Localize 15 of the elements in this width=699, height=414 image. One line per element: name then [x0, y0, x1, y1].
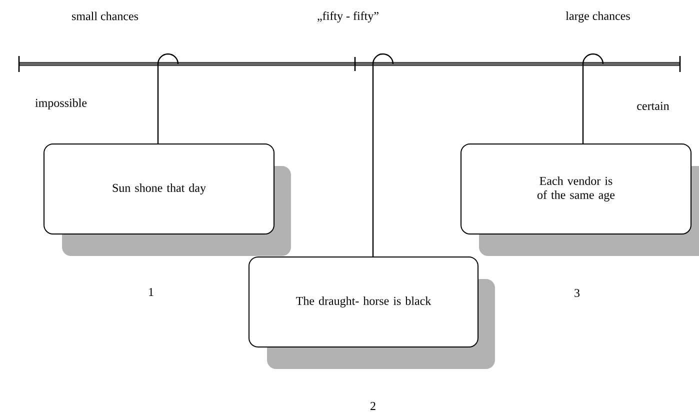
callout-number: 2: [370, 402, 376, 410]
hanger-line: [582, 53, 604, 144]
scale-label: certain: [637, 102, 670, 110]
scale-label: large chances: [566, 12, 630, 22]
scale-label: impossible: [35, 98, 87, 110]
statement-box: The draught- horse is black: [248, 256, 495, 369]
hanger-line: [157, 53, 179, 144]
hanger-line: [372, 53, 394, 256]
callout-number: 1: [149, 288, 154, 296]
scale-label: small chances: [72, 12, 138, 20]
statement-box: Each vendor is of the same age: [460, 144, 699, 256]
statement-box: Sun shone that day: [44, 144, 291, 256]
scale-label: „fifty - fifty”: [318, 11, 378, 22]
callout-number: 3: [574, 288, 580, 297]
scale-bar: [18, 55, 681, 73]
